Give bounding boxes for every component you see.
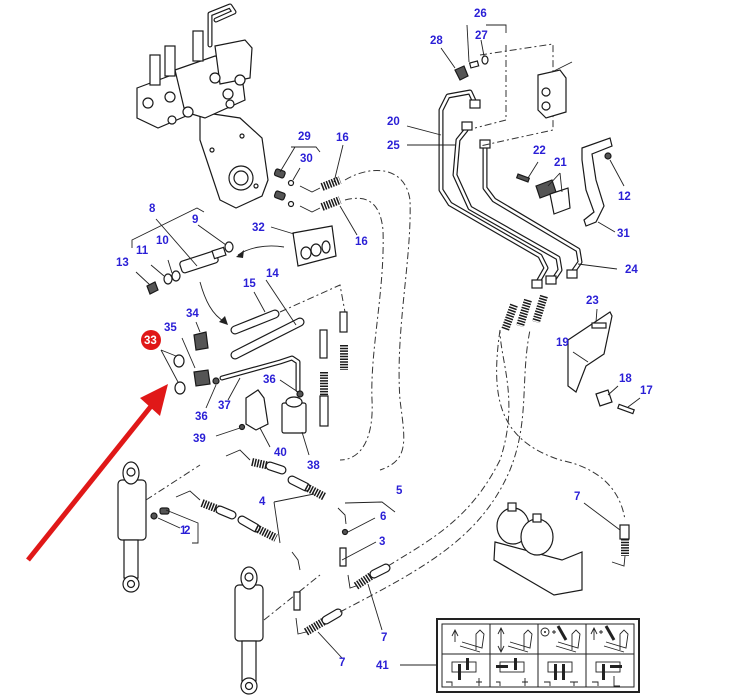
callout-36-b[interactable]: 36 [195,411,208,423]
callout-20[interactable]: 20 [387,116,400,128]
callout-15[interactable]: 15 [243,278,256,290]
callout-33[interactable]: 33 [144,335,157,347]
callout-7-c[interactable]: 7 [574,491,580,503]
callout-8[interactable]: 8 [149,203,156,215]
callout-37[interactable]: 37 [218,400,231,412]
callout-41[interactable]: 41 [376,660,389,672]
callout-32[interactable]: 32 [252,222,265,234]
callout-5[interactable]: 5 [396,485,403,497]
callout-11[interactable]: 11 [136,245,149,257]
leader-lines [131,24,641,666]
legend-cell-arrow-up [451,628,485,653]
legend-cell-circle-plus-tool [540,625,581,653]
highlight-arrow [26,384,168,562]
callout-35[interactable]: 35 [164,322,177,334]
callout-19[interactable]: 19 [556,337,569,349]
legend-decal [436,618,640,693]
callout-4[interactable]: 4 [259,496,266,508]
callout-29[interactable]: 29 [298,131,311,143]
callout-13[interactable]: 13 [116,257,129,269]
callout-22[interactable]: 22 [533,145,546,157]
callout-26[interactable]: 26 [474,8,487,20]
callout-34[interactable]: 34 [186,308,199,320]
callout-24[interactable]: 24 [625,264,638,276]
hoses-14-15 [219,284,348,427]
callout-2[interactable]: 2 [184,525,190,537]
highlight-arrow-head [140,384,168,416]
legend-cell-arrow-up-plus-tool [590,625,629,653]
legend-valve-positions [446,658,622,687]
callout-7-a[interactable]: 7 [381,632,387,644]
callout-30[interactable]: 30 [300,153,313,165]
callout-1[interactable]: 1 [180,525,187,537]
accumulator-block [493,329,630,596]
callout-38[interactable]: 38 [307,460,320,472]
legend-cell-arrow-up-down [497,626,533,654]
callout-7-b[interactable]: 7 [339,657,345,669]
control-valve-assembly [136,3,269,209]
bracket-32 [292,225,337,267]
callout-25[interactable]: 25 [387,140,400,152]
callout-16-b[interactable]: 16 [355,236,368,248]
callout-23[interactable]: 23 [586,295,599,307]
steel-pipes-20-24-25 [438,89,583,332]
callout-12[interactable]: 12 [618,191,631,203]
callout-3[interactable]: 3 [379,536,385,548]
callout-6[interactable]: 6 [380,511,386,523]
callout-21[interactable]: 21 [554,157,567,169]
lift-cylinder-1 [117,461,147,593]
callout-36-a[interactable]: 36 [263,374,276,386]
callout-17[interactable]: 17 [640,385,653,397]
callout-18[interactable]: 18 [619,373,632,385]
fittings-group-29-30-16 [273,168,411,471]
callout-16-a[interactable]: 16 [336,132,349,144]
callout-9[interactable]: 9 [192,214,198,226]
callout-27[interactable]: 27 [475,30,488,42]
callout-39[interactable]: 39 [193,433,206,445]
parts-33-40 [173,331,307,434]
hose-assemblies-4 [145,329,531,636]
callout-labels: 1 2 3 4 5 6 7 7 7 8 9 10 11 12 13 14 15 … [116,8,653,672]
relief-valve-parts [146,241,285,325]
callout-14[interactable]: 14 [266,268,279,280]
selector-valve-26-28 [454,43,573,147]
lift-cylinder-2 [234,566,264,695]
callout-31[interactable]: 31 [617,228,630,240]
callout-10[interactable]: 10 [156,235,169,247]
highlight-badge [141,330,161,350]
callout-40[interactable]: 40 [274,447,287,459]
callout-33-highlighted[interactable]: 33 [141,330,161,350]
callout-28[interactable]: 28 [430,35,443,47]
brackets-and-clamps [515,137,635,415]
